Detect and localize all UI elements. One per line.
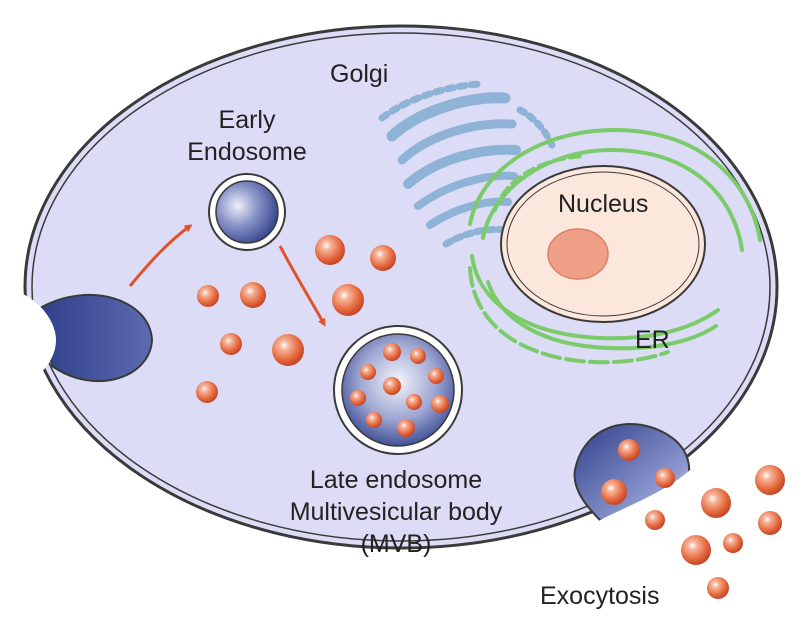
vesicle <box>272 334 304 366</box>
exosome <box>655 468 675 488</box>
vesicle <box>315 235 345 265</box>
vesicle <box>332 284 364 316</box>
early-endosome-lumen <box>215 180 279 244</box>
endocytic-pit <box>38 293 154 382</box>
exosome <box>758 511 782 535</box>
intraluminal-vesicle <box>366 412 382 428</box>
vesicle <box>197 285 219 307</box>
exosomes <box>601 439 785 599</box>
exocytosis-opening <box>560 470 802 638</box>
exosome <box>681 535 711 565</box>
exosome <box>618 439 640 461</box>
late-endosome-label-line3: (MVB) <box>361 530 432 558</box>
nucleus-envelope-inner <box>506 171 700 317</box>
early-endosome-label-line2: Endosome <box>187 138 307 166</box>
exocytosis-label: Exocytosis <box>540 582 659 610</box>
endoplasmic-reticulum <box>468 127 762 365</box>
exosome <box>601 479 627 505</box>
intraluminal-vesicle <box>431 395 449 413</box>
exosome <box>723 533 743 553</box>
cell-membrane <box>23 24 779 550</box>
intraluminal-vesicle <box>410 348 426 364</box>
golgi-apparatus <box>378 80 556 248</box>
nucleolus <box>547 228 609 280</box>
pit-opening <box>0 292 56 390</box>
late-endosome-label-line1: Late endosome <box>310 466 482 494</box>
vesicle <box>196 381 218 403</box>
cytoplasmic-vesicles <box>196 235 396 403</box>
intraluminal-vesicle <box>350 390 366 406</box>
er-label: ER <box>635 326 670 354</box>
endocytosis-arrow <box>128 224 193 287</box>
intraluminal-vesicle <box>406 394 422 410</box>
intraluminal-vesicle <box>360 364 376 380</box>
nucleus-label: Nucleus <box>558 190 648 218</box>
late-endosome-label-line2: Multivesicular body <box>290 498 503 526</box>
intraluminal-vesicles <box>350 343 449 437</box>
maturation-arrow <box>278 245 326 327</box>
vesicle <box>220 333 242 355</box>
exosome <box>707 577 729 599</box>
exosome <box>645 510 665 530</box>
intraluminal-vesicle <box>397 419 415 437</box>
intraluminal-vesicle <box>383 377 401 395</box>
intraluminal-vesicle <box>383 343 401 361</box>
exosome <box>701 488 731 518</box>
intraluminal-vesicle <box>428 368 444 384</box>
vesicle <box>370 245 396 271</box>
cell-membrane-inner <box>31 32 771 542</box>
golgi-label: Golgi <box>330 60 388 88</box>
early-endosome-label-line1: Early <box>219 106 276 134</box>
vesicle <box>240 282 266 308</box>
exosome <box>755 465 785 495</box>
